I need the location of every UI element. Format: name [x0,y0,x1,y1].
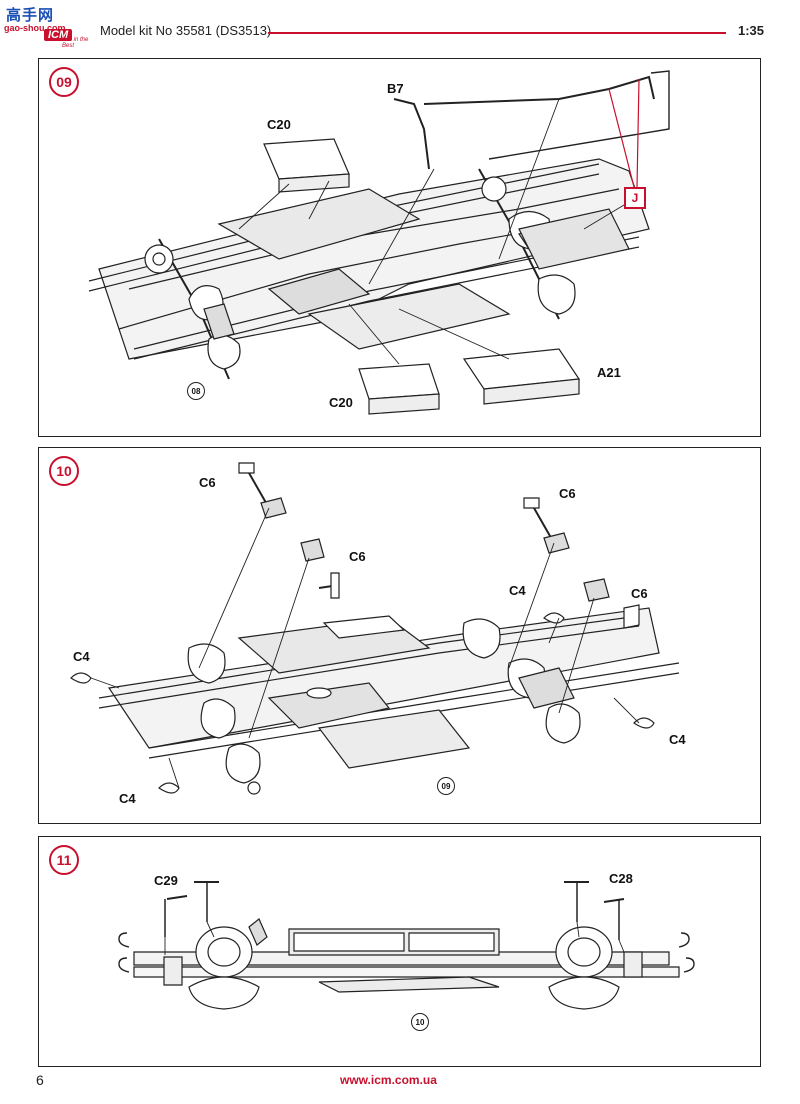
page-number: 6 [36,1072,44,1088]
logo-tagline: Kits in the Best [62,37,89,49]
part-label-a21: A21 [597,365,621,380]
step-reference-badge: 08 [187,382,205,400]
step-11-drawing [118,881,695,1010]
part-label-c4-c: C4 [669,732,686,747]
part-label-c4-d: C4 [119,791,136,806]
step-reference-badge: 10 [411,1013,429,1031]
step-number-badge: 09 [49,67,79,97]
part-label-c28: C28 [609,871,633,886]
step-09-drawing [88,70,670,415]
part-label-j: J [624,187,646,209]
icm-logo: ICM [44,29,73,41]
header-rule [268,32,726,34]
step-number-badge: 11 [49,845,79,875]
website-link[interactable]: www.icm.com.ua [340,1073,437,1087]
part-label-c20-top: C20 [267,117,291,132]
step-number-badge: 10 [49,456,79,486]
step-11-panel: 11 [38,836,761,1067]
part-label-c6-c: C6 [559,486,576,501]
part-label-b7: B7 [387,81,404,96]
step-09-panel: 09 [38,58,761,437]
logo-cn-text: 高手网 [6,6,55,24]
part-label-c4-a: C4 [73,649,90,664]
scale-label: 1:35 [738,23,765,38]
part-label-c6-a: C6 [199,475,216,490]
step-10-drawing [70,462,680,795]
kit-title: Model kit No 35581 (DS3513) [100,23,272,38]
step-10-panel: 10 [38,447,761,824]
step-reference-badge: 09 [437,777,455,795]
site-logo: 高手网 gao-shou.com ICM Kits in the Best [4,4,92,49]
part-label-c6-b: C6 [349,549,366,564]
page-header: 高手网 gao-shou.com ICM Kits in the Best Mo… [0,0,800,50]
logo-site-text: gao-shou.com [4,23,66,33]
part-label-c29: C29 [154,873,178,888]
part-label-c4-b: C4 [509,583,526,598]
part-label-c20-bottom: C20 [329,395,353,410]
part-label-c6-d: C6 [631,586,648,601]
